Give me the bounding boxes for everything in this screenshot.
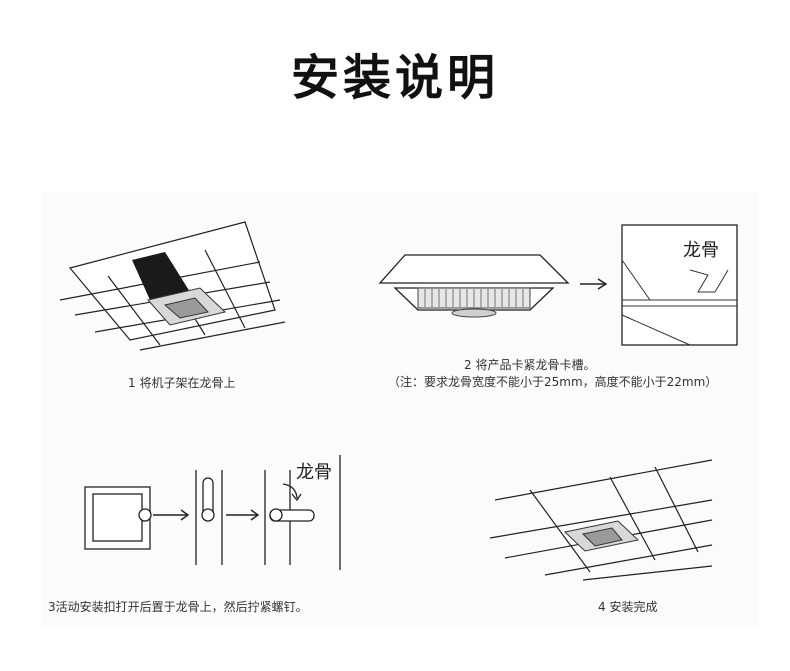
step3-caption: 3活动安装扣打开后置于龙骨上，然后拧紧螺钉。 (48, 600, 308, 614)
keel-label-step3: 龙骨 (296, 462, 332, 483)
ceiling-opening (132, 252, 190, 300)
keel-label-step2: 龙骨 (683, 240, 719, 261)
step4-caption: 4 安装完成 (598, 600, 658, 614)
page-title: 安装说明 (290, 50, 499, 106)
arrow-right-icon (580, 278, 608, 290)
arrow-right-icon (153, 509, 190, 521)
step2-note: （注：要求龙骨宽度不能小于25mm，高度不能小于22mm） (388, 375, 718, 389)
fan-unit-step4 (563, 520, 640, 552)
arrow-right-icon (226, 509, 260, 521)
step1-caption: 1 将机子架在龙骨上 (128, 376, 236, 390)
fan-unit-step1 (147, 287, 227, 326)
step2-caption: 2 将产品卡紧龙骨卡槽。 (464, 358, 596, 372)
keel-detail-box (621, 224, 738, 346)
